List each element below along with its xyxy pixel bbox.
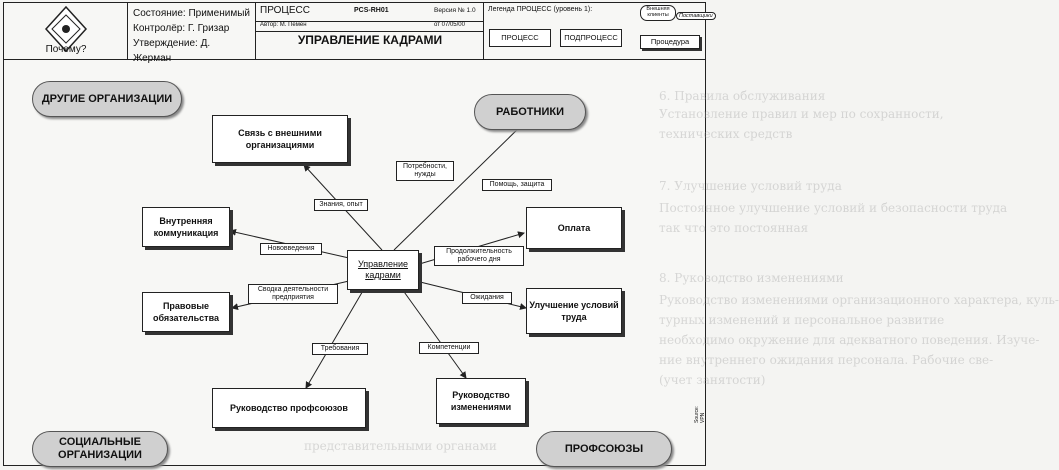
bleed-line-12: (учет занятости) — [659, 373, 766, 387]
process-code: PCS-RH01 — [354, 7, 389, 14]
author-text: Автор: М. Пемен — [260, 22, 307, 28]
pill-workers[interactable]: РАБОТНИКИ — [474, 94, 586, 130]
tag-help: Помощь, защита — [482, 179, 552, 191]
tag-expectations: Ожидания — [462, 292, 512, 304]
legend-process-button[interactable]: ПРОЦЕСС — [489, 29, 551, 47]
bleed-line-6: так что это постоянная — [659, 221, 809, 235]
arrow-to-workers — [393, 122, 525, 251]
date-text: от 07/05/00 — [434, 22, 465, 28]
bleed-line-3: технических средств — [659, 127, 793, 141]
legend-label: Легенда ПРОЦЕСС (уровень 1): — [488, 6, 593, 13]
legend-cell: Легенда ПРОЦЕСС (уровень 1): Внешняя кли… — [484, 3, 716, 59]
state-text: Состояние: Применимый — [133, 8, 250, 19]
author-row: Автор: М. Пемен от 07/05/00 — [256, 21, 484, 32]
side-code: Source: VPN — [694, 405, 706, 423]
process-row: ПРОЦЕСС PCS-RH01 Версия № 1.0 — [256, 3, 484, 22]
arrow-to-change-mgmt — [401, 288, 467, 379]
sheet-header: Почему? Состояние: Применимый Контролёр:… — [4, 3, 716, 64]
controller-text: Контролёр: Г. Гризар — [133, 23, 230, 34]
box-change-management[interactable]: Руководство изменениями — [436, 378, 526, 424]
bleed-line-7: 8. Руководство изменениями — [659, 271, 844, 285]
arrow-to-union-mgmt — [305, 288, 365, 389]
version-text: Версия № 1.0 — [434, 7, 476, 14]
legend-client-pill: Внешняя клиенты — [640, 5, 676, 21]
process-cell: ПРОЦЕСС PCS-RH01 Версия № 1.0 Автор: М. … — [256, 3, 484, 59]
company-logo-icon — [44, 5, 88, 53]
approval-text: Утверждение: Д. Жерман — [133, 38, 211, 64]
box-pay[interactable]: Оплата — [526, 207, 622, 249]
box-internal-communication[interactable]: Внутренняя коммуникация — [142, 207, 230, 247]
box-external-relations[interactable]: Связь с внешними организациями — [212, 115, 348, 163]
tag-innovation: Нововведения — [260, 243, 322, 255]
process-sheet: 6. Правила обслуживания Установление пра… — [3, 2, 1059, 467]
process-label: ПРОЦЕСС — [260, 5, 310, 16]
bleed-line-11: ние внутреннего ожидания персонала. Рабо… — [659, 353, 994, 367]
box-union-management[interactable]: Руководство профсоюзов — [212, 388, 366, 428]
tag-knowledge: Знания, опыт — [314, 199, 368, 211]
status-cell: Состояние: Применимый Контролёр: Г. Гриз… — [128, 3, 256, 64]
pill-social-organizations[interactable]: СОЦИАЛЬНЫЕ ОРГАНИЗАЦИИ — [32, 431, 168, 467]
bleed-line-4: 7. Улучшение условий труда — [659, 179, 842, 193]
logo-cell: Почему? — [4, 3, 128, 59]
pill-other-organizations[interactable]: ДРУГИЕ ОРГАНИЗАЦИИ — [32, 81, 182, 117]
bleed-line-5: Постоянное улучшение условий и безопасно… — [659, 201, 1008, 215]
tag-competence: Компетенции — [419, 342, 479, 354]
legend-subprocess-button[interactable]: ПОДПРОЦЕСС — [560, 29, 622, 47]
tag-requirements: Требования — [312, 343, 368, 355]
bleed-line-9: турных изменений и персональное развитие — [659, 313, 945, 327]
box-working-conditions[interactable]: Улучшение условий труда — [526, 288, 622, 334]
center-process-box[interactable]: Управление кадрами — [347, 250, 419, 290]
pill-unions[interactable]: ПРОФСОЮЗЫ — [536, 431, 672, 467]
tag-activity-summary: Сводка деятельности предприятия — [248, 284, 338, 304]
logo-caption: Почему? — [45, 44, 87, 55]
tag-workday: Продолжительность рабочего дня — [434, 246, 524, 266]
bleed-line-1: 6. Правила обслуживания — [659, 89, 826, 103]
bleed-line-8: Руководство изменениями организационного… — [659, 293, 1059, 307]
bleed-line-2: Установление правил и мер по сохранности… — [659, 107, 944, 121]
legend-supplier-pill: Поставщики — [676, 12, 716, 20]
legend-procedure-button[interactable]: Процедура — [640, 35, 700, 49]
process-title: УПРАВЛЕНИЕ КАДРАМИ — [297, 33, 443, 47]
tag-needs: Потребности, нужды — [396, 161, 454, 181]
bleed-line-10: необходимо окружение для адекватного пов… — [659, 333, 1040, 347]
bleed-line-13: представительными органами — [304, 439, 497, 453]
box-legal-obligations[interactable]: Правовые обязательства — [142, 292, 230, 332]
